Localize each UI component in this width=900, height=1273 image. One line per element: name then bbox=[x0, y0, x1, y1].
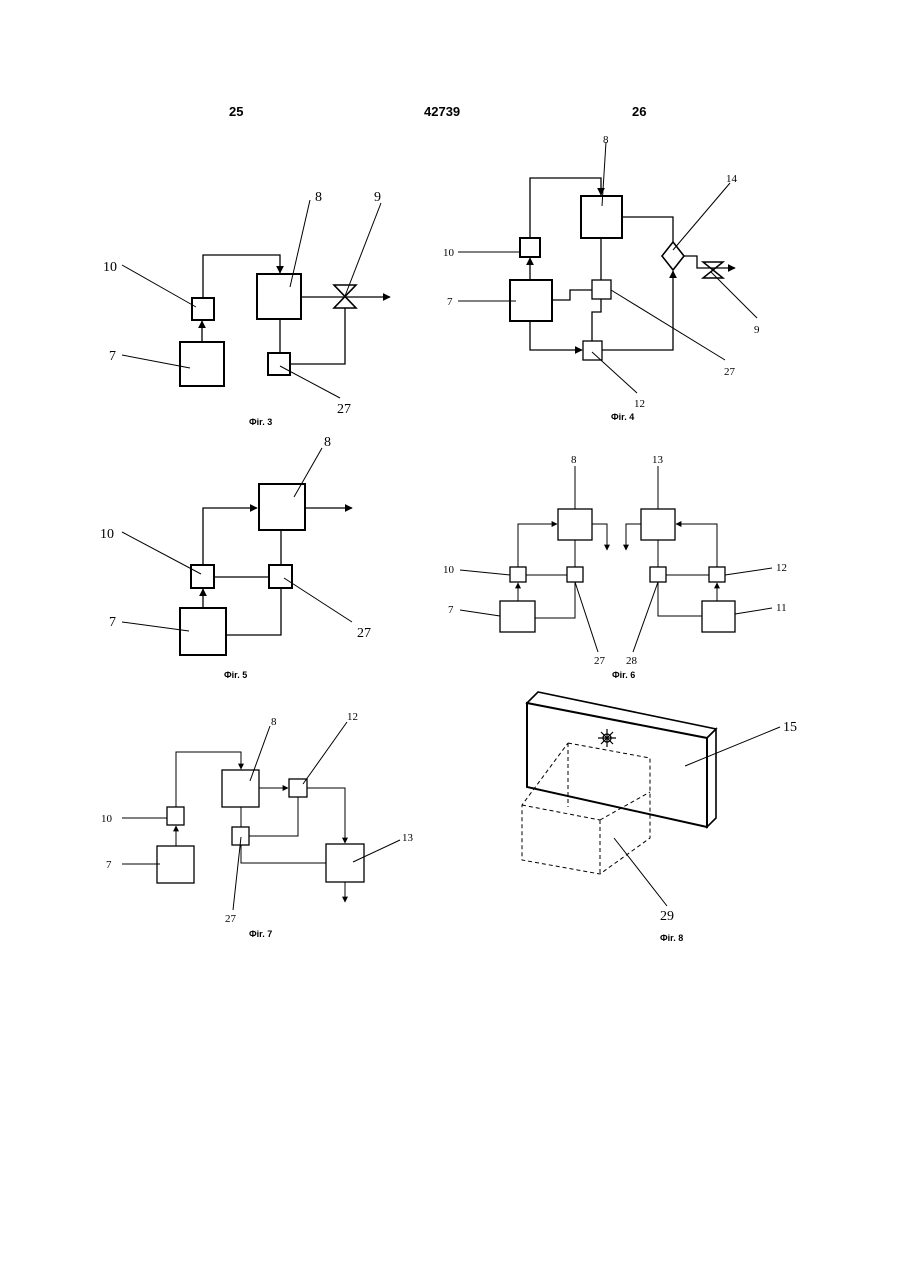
label-9: 9 bbox=[754, 324, 760, 336]
caption-fig-6: Фir. 6 bbox=[612, 670, 635, 680]
label-8: 8 bbox=[571, 454, 577, 466]
block-10 bbox=[510, 567, 526, 582]
label-12: 12 bbox=[634, 398, 645, 410]
label-29: 29 bbox=[660, 909, 674, 924]
block-8 bbox=[257, 274, 301, 319]
label-12: 12 bbox=[347, 711, 358, 723]
label-10: 10 bbox=[103, 260, 117, 275]
block-7 bbox=[180, 342, 224, 386]
caption-fig-5: Фir. 5 bbox=[224, 670, 247, 680]
label-15: 15 bbox=[783, 720, 797, 735]
block-8 bbox=[558, 509, 592, 540]
label-7: 7 bbox=[106, 859, 112, 871]
valve-9 bbox=[703, 262, 723, 278]
block-13 bbox=[641, 509, 675, 540]
block-27 bbox=[268, 353, 290, 375]
label-8: 8 bbox=[603, 134, 609, 146]
label-13: 13 bbox=[652, 454, 664, 466]
block-12 bbox=[709, 567, 725, 582]
block-7 bbox=[500, 601, 535, 632]
block-28 bbox=[650, 567, 666, 582]
figure-4: 8 14 10 7 9 27 12 Фir. 4 bbox=[443, 134, 760, 422]
label-27: 27 bbox=[337, 402, 351, 417]
label-27: 27 bbox=[225, 913, 237, 925]
label-27: 27 bbox=[594, 655, 606, 667]
block-7 bbox=[510, 280, 552, 321]
block-7 bbox=[180, 608, 226, 655]
label-8: 8 bbox=[271, 716, 277, 728]
block-27 bbox=[567, 567, 583, 582]
label-27: 27 bbox=[357, 626, 371, 641]
block-12 bbox=[583, 341, 602, 360]
figure-3: 8 9 10 7 27 Фir. 3 bbox=[103, 190, 390, 427]
caption-fig-3: Фir. 3 bbox=[249, 417, 272, 427]
block-10 bbox=[192, 298, 214, 320]
figure-7: 8 12 10 13 7 27 Фir. 7 bbox=[101, 711, 414, 939]
block-10 bbox=[167, 807, 184, 825]
block-8 bbox=[581, 196, 622, 238]
label-7: 7 bbox=[448, 604, 454, 616]
panel-15-side bbox=[707, 729, 716, 827]
label-11: 11 bbox=[776, 602, 787, 614]
figure-5: 8 10 7 27 Фir. 5 bbox=[100, 435, 371, 680]
caption-fig-4: Фir. 4 bbox=[611, 412, 634, 422]
label-28: 28 bbox=[626, 655, 638, 667]
block-10 bbox=[191, 565, 214, 588]
block-27 bbox=[269, 565, 292, 588]
label-9: 9 bbox=[374, 190, 381, 205]
block-7 bbox=[157, 846, 194, 883]
label-10: 10 bbox=[100, 527, 114, 542]
figure-8: 15 29 Фir. 8 bbox=[522, 692, 797, 943]
label-27: 27 bbox=[724, 366, 736, 378]
label-7: 7 bbox=[109, 349, 116, 364]
block-10 bbox=[520, 238, 540, 257]
block-13 bbox=[326, 844, 364, 882]
label-13: 13 bbox=[402, 832, 414, 844]
junction-14 bbox=[662, 242, 684, 270]
label-10: 10 bbox=[101, 813, 113, 825]
label-12: 12 bbox=[776, 562, 787, 574]
label-8: 8 bbox=[315, 190, 322, 205]
label-14: 14 bbox=[726, 173, 738, 185]
caption-fig-8: Фir. 8 bbox=[660, 933, 683, 943]
block-8 bbox=[222, 770, 259, 807]
block-27 bbox=[592, 280, 611, 299]
label-10: 10 bbox=[443, 564, 455, 576]
block-8 bbox=[259, 484, 305, 530]
caption-fig-7: Фir. 7 bbox=[249, 929, 272, 939]
block-11 bbox=[702, 601, 735, 632]
figure-6: 8 13 10 12 7 11 27 28 Фir. 6 bbox=[443, 454, 787, 680]
label-7: 7 bbox=[447, 296, 453, 308]
label-7: 7 bbox=[109, 615, 116, 630]
label-8: 8 bbox=[324, 435, 331, 450]
label-10: 10 bbox=[443, 247, 455, 259]
